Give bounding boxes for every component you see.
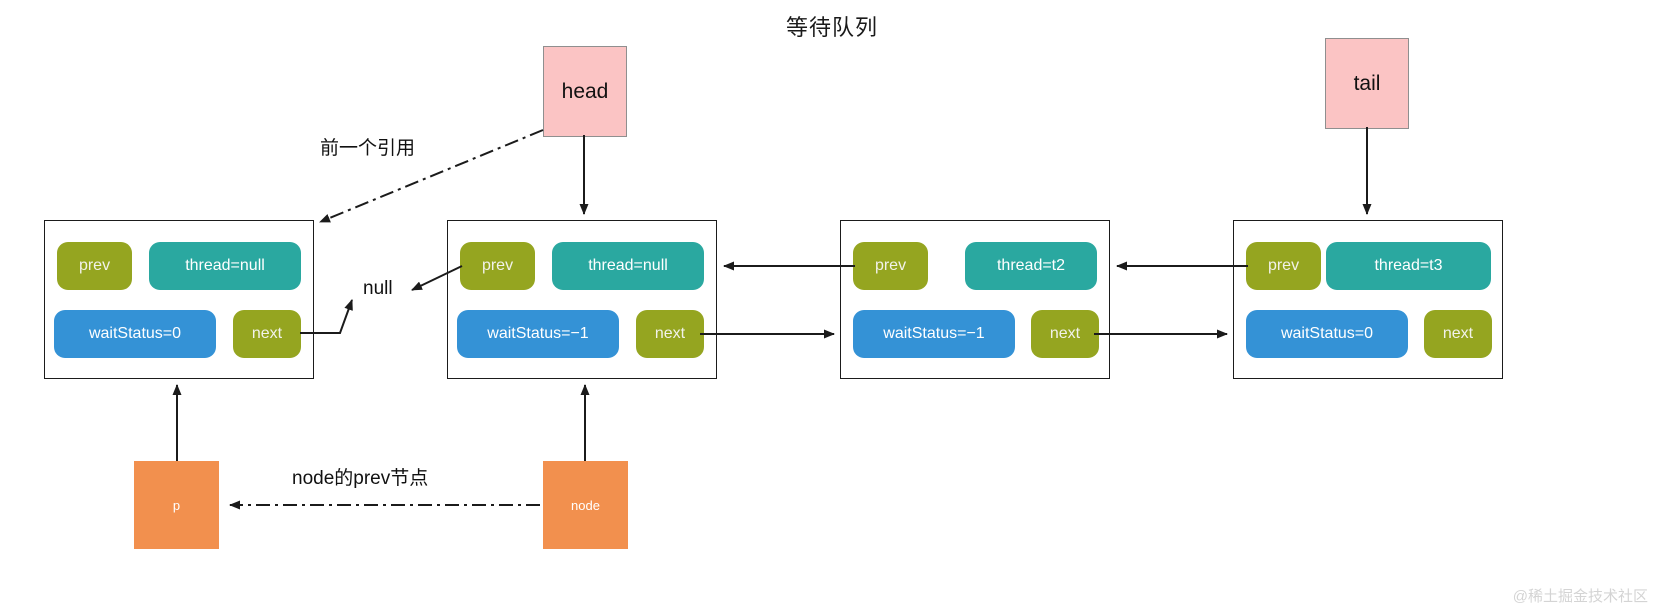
node-3-thread-pill[interactable]: thread=t3 [1326,242,1491,290]
node-3-prev-pill[interactable]: prev [1246,242,1321,290]
label-node-prev: node的prev节点 [292,468,429,489]
tail-box[interactable]: tail [1325,38,1409,129]
node-1-waitstatus-pill[interactable]: waitStatus=−1 [457,310,619,358]
node-0-prev-pill[interactable]: prev [57,242,132,290]
node-0-next-pill[interactable]: next [233,310,301,358]
node-2-thread-pill[interactable]: thread=t2 [965,242,1097,290]
head-box[interactable]: head [543,46,627,137]
head-label: head [561,79,609,103]
queue-node-1[interactable]: prev thread=null waitStatus=−1 next [447,220,717,379]
pointer-box-node[interactable]: node [543,461,628,549]
node-0-thread-pill[interactable]: thread=null [149,242,301,290]
pointer-p-label: p [172,497,181,513]
queue-node-0[interactable]: prev thread=null waitStatus=0 next [44,220,314,379]
tail-label: tail [1353,71,1381,95]
queue-node-2[interactable]: prev thread=t2 waitStatus=−1 next [840,220,1110,379]
pointer-box-p[interactable]: p [134,461,219,549]
label-prev-reference: 前一个引用 [320,138,416,159]
node-2-next-pill[interactable]: next [1031,310,1099,358]
node-1-thread-pill[interactable]: thread=null [552,242,704,290]
queue-node-3[interactable]: prev thread=t3 waitStatus=0 next [1233,220,1503,379]
node-2-waitstatus-pill[interactable]: waitStatus=−1 [853,310,1015,358]
node-1-prev-pill[interactable]: prev [460,242,535,290]
page-title: 等待队列 [785,15,878,40]
node-0-waitstatus-pill[interactable]: waitStatus=0 [54,310,216,358]
node-3-next-pill[interactable]: next [1424,310,1492,358]
node-3-waitstatus-pill[interactable]: waitStatus=0 [1246,310,1408,358]
watermark: @稀土掘金技术社区 [1512,588,1648,605]
node-1-next-pill[interactable]: next [636,310,704,358]
label-null: null [363,278,393,299]
node-2-prev-pill[interactable]: prev [853,242,928,290]
pointer-node-label: node [571,497,600,513]
